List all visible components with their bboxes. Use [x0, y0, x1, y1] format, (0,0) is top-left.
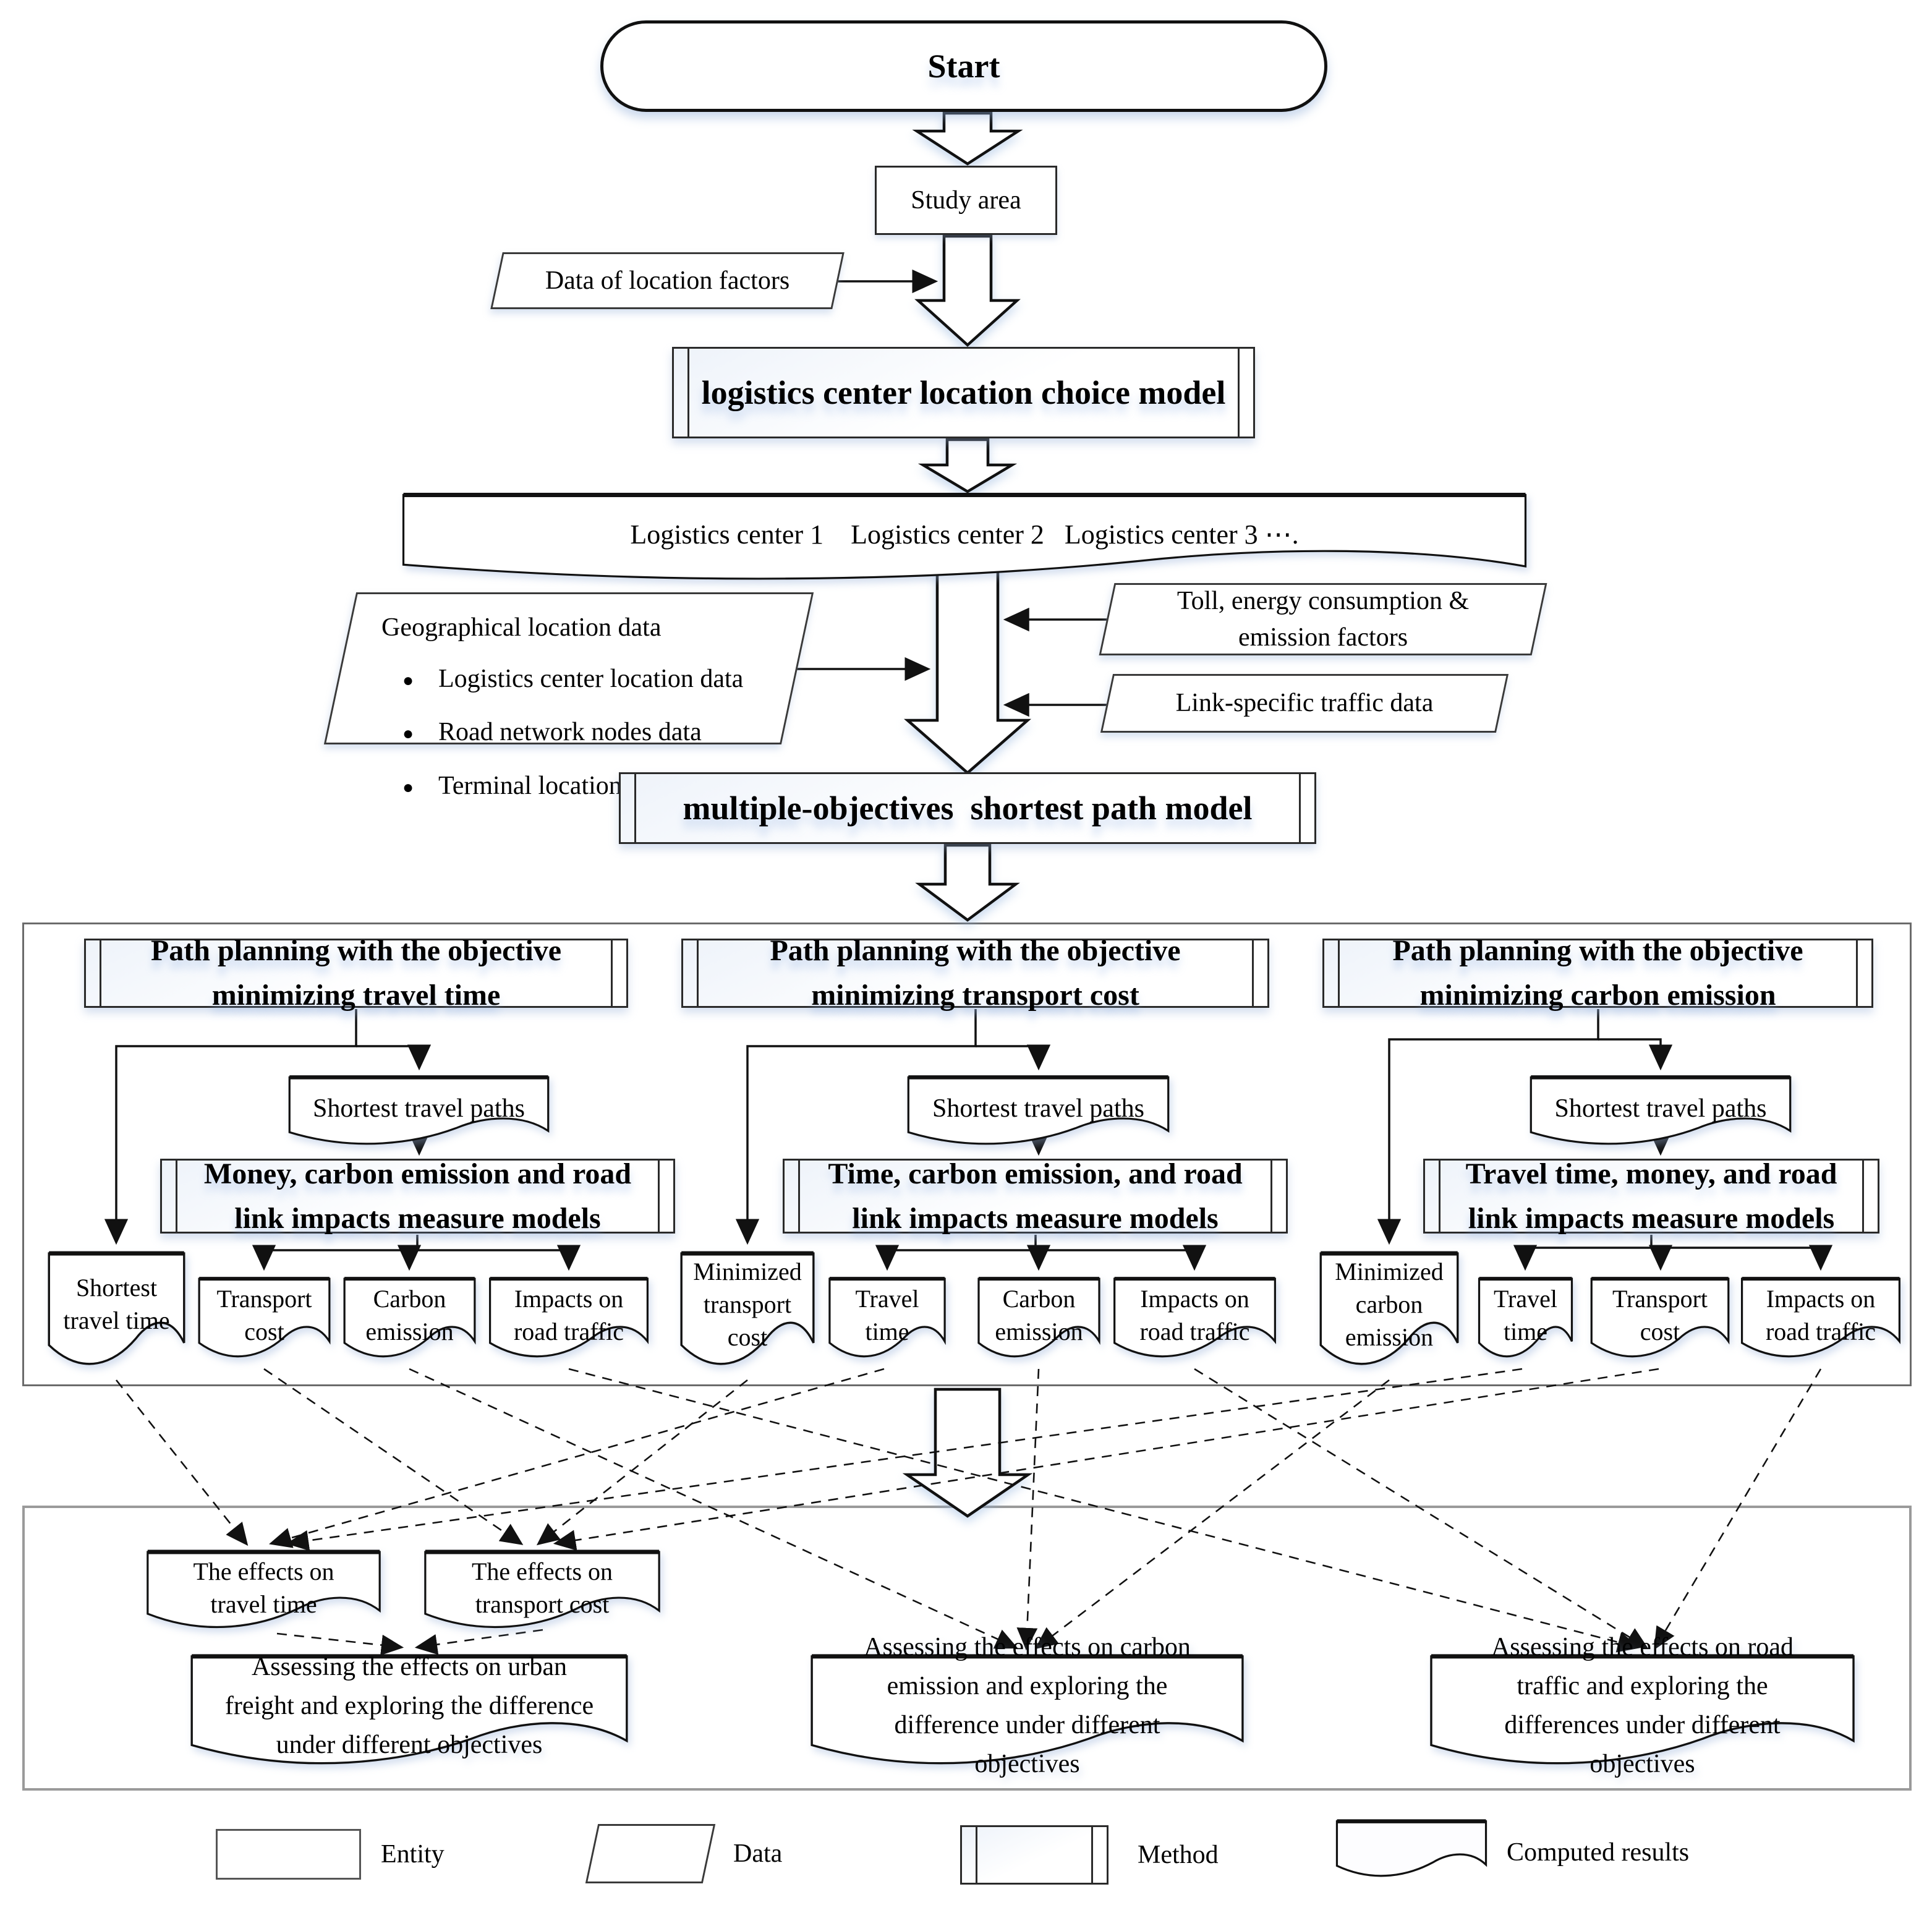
branch3-model-node: Travel time, money, and road link impact…	[1423, 1157, 1879, 1235]
legend-method-shape	[960, 1825, 1109, 1885]
b1-output-2: Carbon emission	[343, 1276, 476, 1370]
branch1-paths-label: Shortest travel paths	[313, 1094, 525, 1123]
study-area-node: Study area	[875, 166, 1057, 235]
effects-transport-cost-node: The effects on transport cost	[423, 1549, 662, 1642]
branch3-header-label: Path planning with the objective minimiz…	[1392, 934, 1803, 1012]
legend-method-label: Method	[1138, 1841, 1219, 1869]
branch3-primary-output: Minimized carbon emission	[1319, 1249, 1459, 1380]
b3-output-1: Travel time	[1478, 1276, 1573, 1370]
b2-output-3: Impacts on road traffic	[1113, 1276, 1277, 1370]
assess-road-traffic-node: Assessing the effects on road traffic an…	[1427, 1633, 1858, 1779]
b1-output-1-label: Transport cost	[216, 1284, 312, 1345]
msp-model-label: multiple-objectives shortest path model	[683, 789, 1253, 827]
legend-entity-shape	[216, 1829, 361, 1880]
logistics-centers-label: Logistics center 1 Logistics center 2 Lo…	[630, 519, 1299, 550]
assess-urban-freight-label: Assessing the effects on urban freight a…	[224, 1652, 594, 1759]
b3-output-3: Impacts on road traffic	[1740, 1276, 1901, 1370]
legend-entity-label: Entity	[381, 1840, 445, 1869]
branch1-header: Path planning with the objective minimiz…	[84, 934, 628, 1012]
study-area-label: Study area	[911, 185, 1021, 215]
b1-output-1: Transport cost	[198, 1276, 331, 1370]
bullet-icon: ●	[402, 723, 414, 744]
branch3-model-label: Travel time, money, and road link impact…	[1465, 1157, 1837, 1235]
start-node: Start	[600, 20, 1327, 112]
bullet-icon: ●	[402, 670, 414, 691]
geo-item-1: ●Logistics center location data	[402, 664, 744, 693]
bullet-icon: ●	[402, 777, 414, 798]
branch1-primary-label: Shortest travel time	[63, 1274, 170, 1335]
b2-output-2-label: Carbon emission	[995, 1284, 1083, 1345]
branch2-model-node: Time, carbon emission, and road link imp…	[783, 1157, 1288, 1235]
branch2-primary-label: Minimized transport cost	[693, 1257, 802, 1351]
assess-urban-freight-node: Assessing the effects on urban freight a…	[187, 1652, 631, 1779]
effects-transport-cost-label: The effects on transport cost	[471, 1557, 613, 1618]
branch2-model-label: Time, carbon emission, and road link imp…	[828, 1157, 1243, 1235]
b1-output-2-label: Carbon emission	[365, 1284, 454, 1345]
location-model-label: logistics center location choice model	[701, 373, 1226, 411]
branch1-model-label: Money, carbon emission and road link imp…	[203, 1157, 632, 1235]
branch3-header: Path planning with the objective minimiz…	[1322, 934, 1873, 1012]
location-model-node: logistics center location choice model	[672, 347, 1255, 438]
effects-travel-time-label: The effects on travel time	[193, 1557, 334, 1618]
branch2-paths-label: Shortest travel paths	[932, 1094, 1144, 1123]
arrow-start-study	[912, 111, 1023, 166]
toll-factors-node: Toll, energy consumption & emission fact…	[1099, 583, 1547, 655]
branch2-paths-node: Shortest travel paths	[906, 1075, 1171, 1155]
b1-output-3: Impacts on road traffic	[488, 1276, 649, 1370]
assess-carbon-label: Assessing the effects on carbon emission…	[864, 1633, 1191, 1779]
geographical-data-title: Geographical location data	[381, 613, 662, 642]
branch3-primary-label: Minimized carbon emission	[1335, 1257, 1444, 1351]
msp-model-node: multiple-objectives shortest path model	[619, 772, 1316, 844]
legend-computed-shape	[1335, 1819, 1487, 1886]
b2-output-1: Travel time	[828, 1276, 946, 1370]
arrow-centers-msp	[904, 565, 1031, 775]
start-label: Start	[927, 47, 1000, 85]
b1-output-3-label: Impacts on road traffic	[513, 1284, 624, 1345]
arrow-model-centers	[917, 438, 1018, 493]
b3-output-2: Transport cost	[1590, 1276, 1730, 1370]
b3-output-1-label: Travel time	[1494, 1284, 1557, 1345]
legend-data-shape	[585, 1824, 716, 1883]
branch1-primary-output: Shortest travel time	[48, 1249, 185, 1380]
branch2-header-label: Path planning with the objective minimiz…	[770, 934, 1181, 1012]
arrow-msp-branches	[915, 843, 1020, 922]
data-location-factors-label: Data of location factors	[545, 266, 790, 295]
legend-data-label: Data	[733, 1839, 783, 1868]
toll-factors-label: Toll, energy consumption & emission fact…	[1177, 586, 1470, 652]
arrow-study-model	[914, 234, 1021, 347]
b2-output-1-label: Travel time	[855, 1284, 919, 1345]
data-location-factors-node: Data of location factors	[490, 252, 845, 309]
assess-carbon-node: Assessing the effects on carbon emission…	[807, 1633, 1247, 1779]
branch3-paths-label: Shortest travel paths	[1554, 1094, 1767, 1123]
b3-output-2-label: Transport cost	[1612, 1284, 1708, 1345]
branch1-model-node: Money, carbon emission and road link imp…	[160, 1157, 675, 1235]
link-traffic-label: Link-specific traffic data	[1175, 689, 1434, 718]
geographical-data-node: Geographical location data ●Logistics ce…	[323, 592, 814, 800]
b2-output-3-label: Impacts on road traffic	[1139, 1284, 1250, 1345]
b3-output-3-label: Impacts on road traffic	[1765, 1284, 1876, 1345]
legend-computed-label: Computed results	[1507, 1838, 1690, 1867]
logistics-centers-node: Logistics center 1 Logistics center 2 Lo…	[392, 492, 1537, 594]
assess-road-traffic-label: Assessing the effects on road traffic an…	[1491, 1633, 1794, 1779]
arrow-branches-assessment	[902, 1387, 1033, 1518]
branch2-primary-output: Minimized transport cost	[680, 1249, 815, 1380]
b2-output-2: Carbon emission	[977, 1276, 1100, 1370]
effects-travel-time-node: The effects on travel time	[145, 1549, 382, 1642]
geo-item-2: ●Road network nodes data	[402, 718, 702, 747]
link-traffic-node: Link-specific traffic data	[1100, 674, 1509, 733]
branch1-header-label: Path planning with the objective minimiz…	[150, 934, 562, 1012]
branch2-header: Path planning with the objective minimiz…	[681, 934, 1269, 1012]
branch1-paths-node: Shortest travel paths	[287, 1075, 551, 1155]
branch3-paths-node: Shortest travel paths	[1528, 1075, 1793, 1155]
